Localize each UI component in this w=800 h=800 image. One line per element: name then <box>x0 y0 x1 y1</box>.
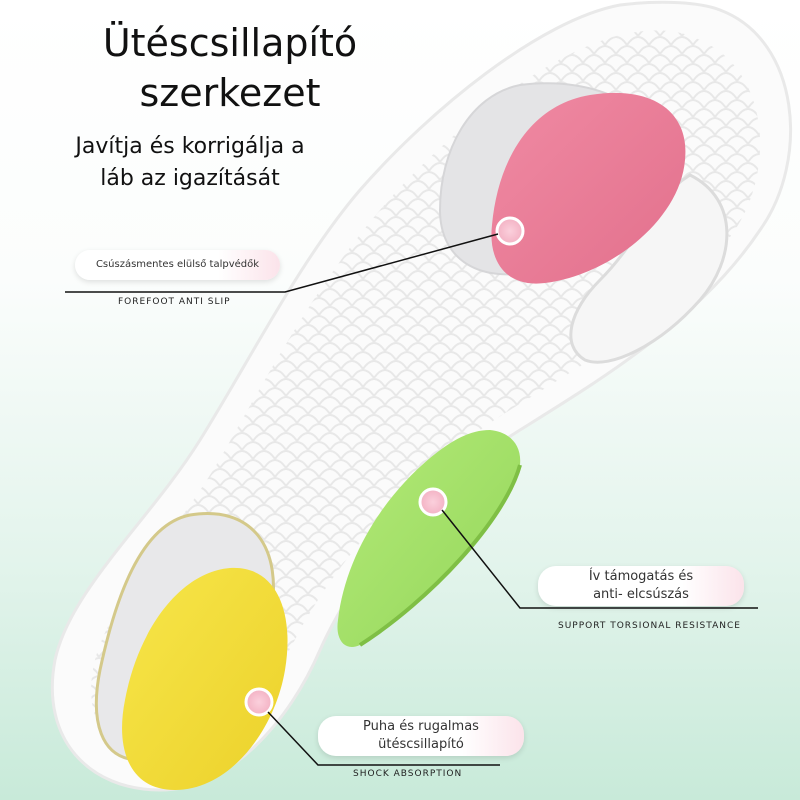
arch-callout-line-2: anti- elcsúszás <box>593 587 689 602</box>
forefoot-callout-label: Csúszásmentes elülső talpvédők <box>75 250 280 280</box>
subtitle-line-2: láb az igazítását <box>100 166 280 191</box>
arch-callout-line-1: Ív támogatás és <box>588 569 694 584</box>
heel-leader-line <box>267 711 500 766</box>
arch-callout-label: Ív támogatás és anti- elcsúszás <box>538 566 744 606</box>
heel-pad <box>122 567 288 790</box>
heel-marker-dot <box>244 687 274 717</box>
title-line-1: Ütéscsillapító <box>102 21 358 65</box>
subtitle-line-1: Javítja és korrigálja a <box>75 134 305 159</box>
heel-callout-label: Puha és rugalmas ütéscsillapító <box>318 716 524 756</box>
forefoot-leader-line <box>65 233 499 293</box>
forefoot-callout-en: FOREFOOT ANTI SLIP <box>118 297 231 307</box>
arch-marker-dot <box>418 487 448 517</box>
arch-pad <box>337 430 521 648</box>
forefoot-pad <box>491 92 686 284</box>
title-line-2: szerkezet <box>139 71 321 115</box>
forefoot-marker-dot <box>495 216 525 246</box>
heel-callout-line-2: ütéscsillapító <box>378 737 464 752</box>
arch-leader-line <box>441 509 758 609</box>
heel-callout-en: SHOCK ABSORPTION <box>353 769 463 779</box>
heel-callout-line-1: Puha és rugalmas <box>363 719 479 734</box>
arch-callout-en: SUPPORT TORSIONAL RESISTANCE <box>558 621 741 631</box>
